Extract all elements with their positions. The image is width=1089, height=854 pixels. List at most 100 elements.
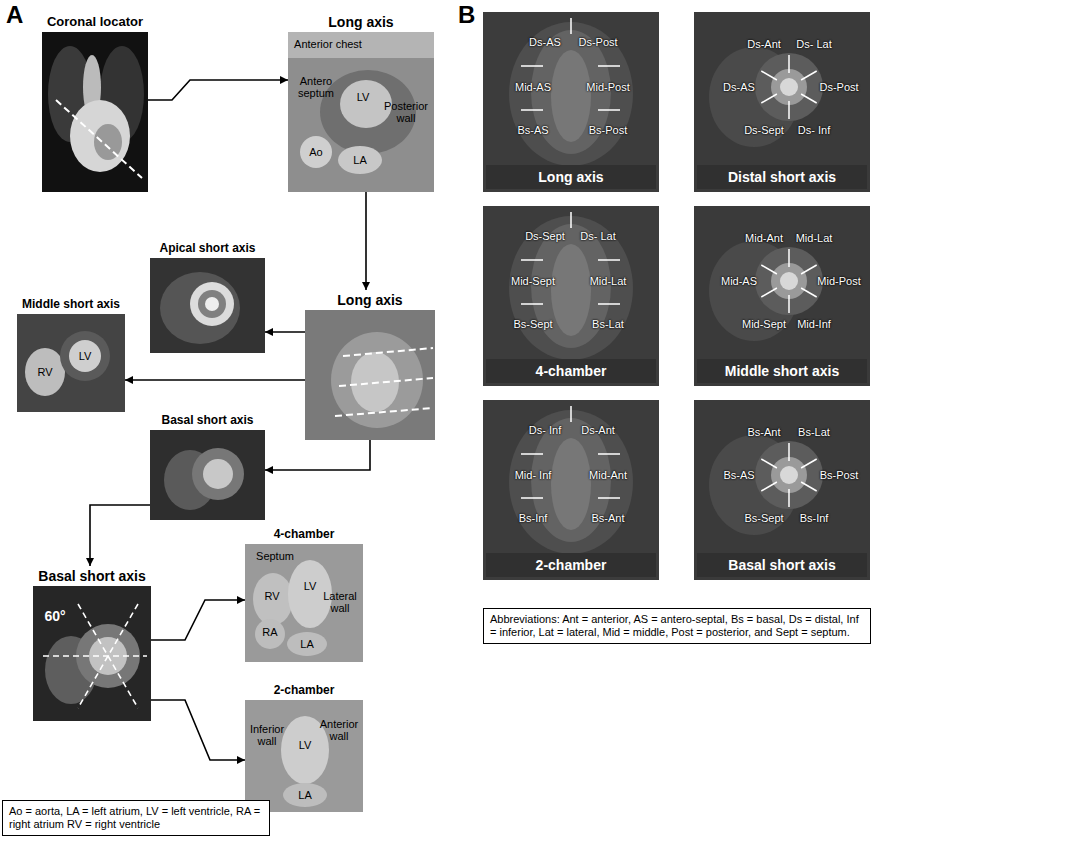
anatomy-label: RV [37, 366, 52, 378]
anatomy-label: LA [353, 154, 366, 166]
anatomy-label: Ds-AS [723, 81, 755, 93]
caption-bar: Distal short axis [697, 165, 867, 189]
anatomy-label: Ds- Lat [580, 230, 615, 242]
anatomy-label: Mid-Lat [590, 275, 627, 287]
anatomy-label: LV [304, 580, 317, 592]
anatomy-label: RA [262, 626, 277, 638]
anatomy-label: LA [300, 638, 313, 650]
two-chamber-image [245, 700, 363, 812]
flow-arrow [90, 505, 150, 566]
basal-short-axis-image [150, 430, 265, 520]
anatomy-label: Anterior chest [294, 38, 362, 50]
panel-title: Basal short axis [33, 566, 151, 586]
segment-panel: Ds-SeptDs- LatMid-SeptMid-LatBs-SeptBs-L… [483, 206, 659, 386]
anatomy-label: Lateral wall [319, 590, 361, 614]
anatomy-label: RV [264, 590, 279, 602]
anatomy-label: Bs-Sept [513, 318, 552, 330]
anatomy-label: Bs-Ant [591, 512, 624, 524]
image-area [42, 32, 148, 192]
anatomy-label: Ds- Lat [796, 38, 831, 50]
long-axis-panel: Long axis [305, 290, 435, 440]
anatomy-label: Ds-Post [819, 81, 858, 93]
basal-short-axis-panel: Basal short axis [150, 410, 265, 520]
basal-short-axis-planning-image [33, 586, 151, 721]
middle-short-axis-panel: Middle short axisRVLV [17, 294, 125, 412]
panel-title: Apical short axis [150, 238, 265, 258]
anatomy-label: Mid-Sept [742, 318, 786, 330]
distal-short-axis-segment-image [694, 12, 870, 192]
anatomy-label: Posterior wall [382, 100, 430, 124]
panel-letter: A [6, 2, 23, 28]
image-area: SeptumRV LVLateral wallRA LA [245, 544, 363, 662]
flow-arrow [365, 192, 367, 290]
anatomy-label: Bs-Inf [519, 512, 548, 524]
anatomy-label: Mid-AS [721, 275, 757, 287]
segment-panel: Bs-AntBs-LatBs-ASBs-PostBs-SeptBs-InfBas… [694, 400, 870, 580]
abbreviation-text: Abbreviations: Ant = anterior, AS = ante… [490, 613, 859, 638]
image-area: Inferior wallLVAnterior wallLA [245, 700, 363, 812]
apical-short-axis-panel: Apical short axis [150, 238, 265, 353]
image-area [305, 310, 435, 440]
anatomy-label: Ds-Ant [581, 424, 615, 436]
basal-short-axis-panel: Basal short axis 60° [33, 566, 151, 721]
abbreviation-box: Ao = aorta, LA = left atrium, LV = left … [2, 800, 270, 836]
anatomy-label: Ds-Sept [744, 124, 784, 136]
anatomy-label: Ds-AS [529, 36, 561, 48]
anatomy-label: Bs-Post [820, 469, 859, 481]
panel-title: Long axis [305, 290, 435, 310]
anatomy-label: Anterior wall [317, 718, 361, 742]
panel-title: 2-chamber [245, 680, 363, 700]
anatomy-label: Bs-Lat [592, 318, 624, 330]
anatomy-label: LV [299, 739, 312, 751]
anatomy-label: Bs-Sept [744, 512, 783, 524]
segment-panel: Ds-ASDs-PostMid-ASMid-PostBs-ASBs-PostLo… [483, 12, 659, 192]
segment-panel: Ds-Ant Ds- LatDs-AS Ds-PostDs-Sept Ds- InfD… [694, 12, 870, 192]
abbreviation-box: Abbreviations: Ant = anterior, AS = ante… [483, 608, 871, 644]
anatomy-label: Mid-Ant [589, 469, 627, 481]
flow-arrow [265, 331, 305, 333]
anatomy-label: Ds- Inf [529, 424, 561, 436]
abbreviation-text: Ao = aorta, LA = left atrium, LV = left … [9, 805, 260, 830]
basal-short-axis-segment-image [694, 400, 870, 580]
image-area: 60° [33, 586, 151, 721]
anatomy-label: 60° [44, 608, 65, 624]
segment-panel: Mid-AntMid-LatMid-ASMid-PostMid-SeptMid-… [694, 206, 870, 386]
middle-short-axis-image [17, 314, 125, 412]
anatomy-label: Ds-Ant [747, 38, 781, 50]
anatomy-label: Mid-Post [817, 275, 860, 287]
caption-bar: Basal short axis [697, 553, 867, 577]
two-chamber-panel: 2-chamberInferior wallLVAnterior wallLA [245, 680, 363, 812]
two-chamber-segment-image [483, 400, 659, 580]
anatomy-label: Bs-Inf [800, 512, 829, 524]
panel-title: Basal short axis [150, 410, 265, 430]
long-axis-panel: Long axisAnterior chestAntero septumLVPo… [288, 12, 434, 192]
anatomy-label: Ds- Inf [798, 124, 830, 136]
anatomy-label: Ds-Post [578, 36, 617, 48]
image-area [150, 430, 265, 520]
flow-arrow [125, 379, 305, 381]
flow-arrow [151, 600, 245, 640]
long-axis-segment-image [483, 12, 659, 192]
panel-title: 4-chamber [245, 524, 363, 544]
anatomy-label: Bs-AS [517, 124, 548, 136]
anatomy-label: Mid-Post [586, 81, 629, 93]
panel-title: Coronal locator [42, 12, 148, 32]
anatomy-label: Bs-AS [723, 469, 754, 481]
anatomy-label: Ao [309, 146, 322, 158]
image-area: Anterior chestAntero septumLVPosterior w… [288, 32, 434, 192]
four-chamber-segment-image [483, 206, 659, 386]
flow-arrow [151, 700, 245, 760]
long-axis-planning-image [305, 310, 435, 440]
anatomy-label: Mid-Ant [745, 232, 783, 244]
anatomy-label: LV [79, 350, 92, 362]
four-chamber-image [245, 544, 363, 662]
coronal-locator-panel: Coronal locator [42, 12, 148, 192]
segment-panel: Ds- InfDs-AntMid- InfMid-AntBs-InfBs-Ant… [483, 400, 659, 580]
anatomy-label: Septum [256, 550, 294, 562]
anatomy-label: Mid-Inf [797, 318, 831, 330]
flow-arrow [148, 80, 288, 100]
four-chamber-panel: 4-chamberSeptumRV LVLateral wallRA LA [245, 524, 363, 662]
image-area: RV LV [17, 314, 125, 412]
coronal-image [42, 32, 148, 192]
apical-short-axis-image [150, 258, 265, 353]
